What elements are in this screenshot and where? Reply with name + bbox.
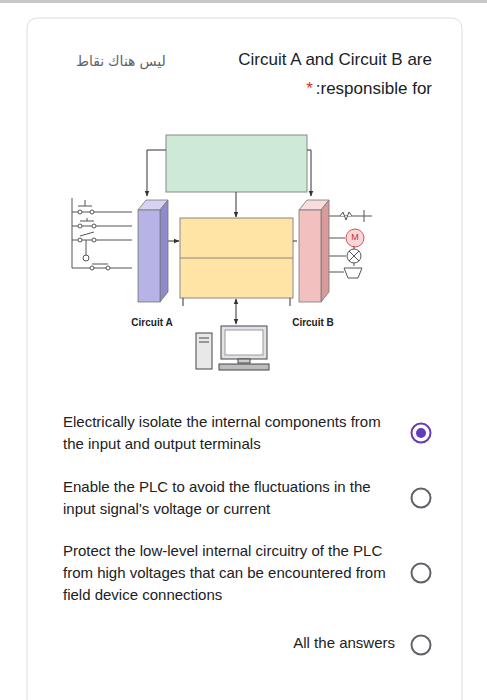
cpu-box: [180, 218, 293, 298]
question-text: :responsible for: [316, 79, 432, 99]
option-text: Enable the PLC to avoid the fluctuations…: [63, 476, 398, 520]
option-text: Electrically isolate the internal compon…: [63, 411, 398, 455]
output-devices: [328, 210, 372, 278]
option-text: Protect the low-level internal circuitry…: [63, 540, 398, 606]
circuit-block: [124, 196, 180, 308]
circuit-label: Circuit A: [124, 317, 180, 328]
circuit-block: [285, 196, 341, 308]
radio-buttons: [412, 424, 431, 655]
question-text: Circuit A and Circuit B are: [238, 50, 432, 70]
circuit-node: Circuit A: [124, 196, 180, 328]
points-note: ليس هناك نقاط: [76, 53, 166, 69]
computer-icon: [196, 326, 269, 370]
required-mark: *: [306, 79, 313, 99]
option-text: All the answers: [293, 634, 395, 651]
motor-letter: M: [350, 232, 360, 242]
memory-box: [166, 135, 307, 192]
input-switches: [72, 198, 132, 270]
circuit-label: Circuit B: [285, 317, 341, 328]
circuit-node: Circuit B: [285, 196, 341, 328]
